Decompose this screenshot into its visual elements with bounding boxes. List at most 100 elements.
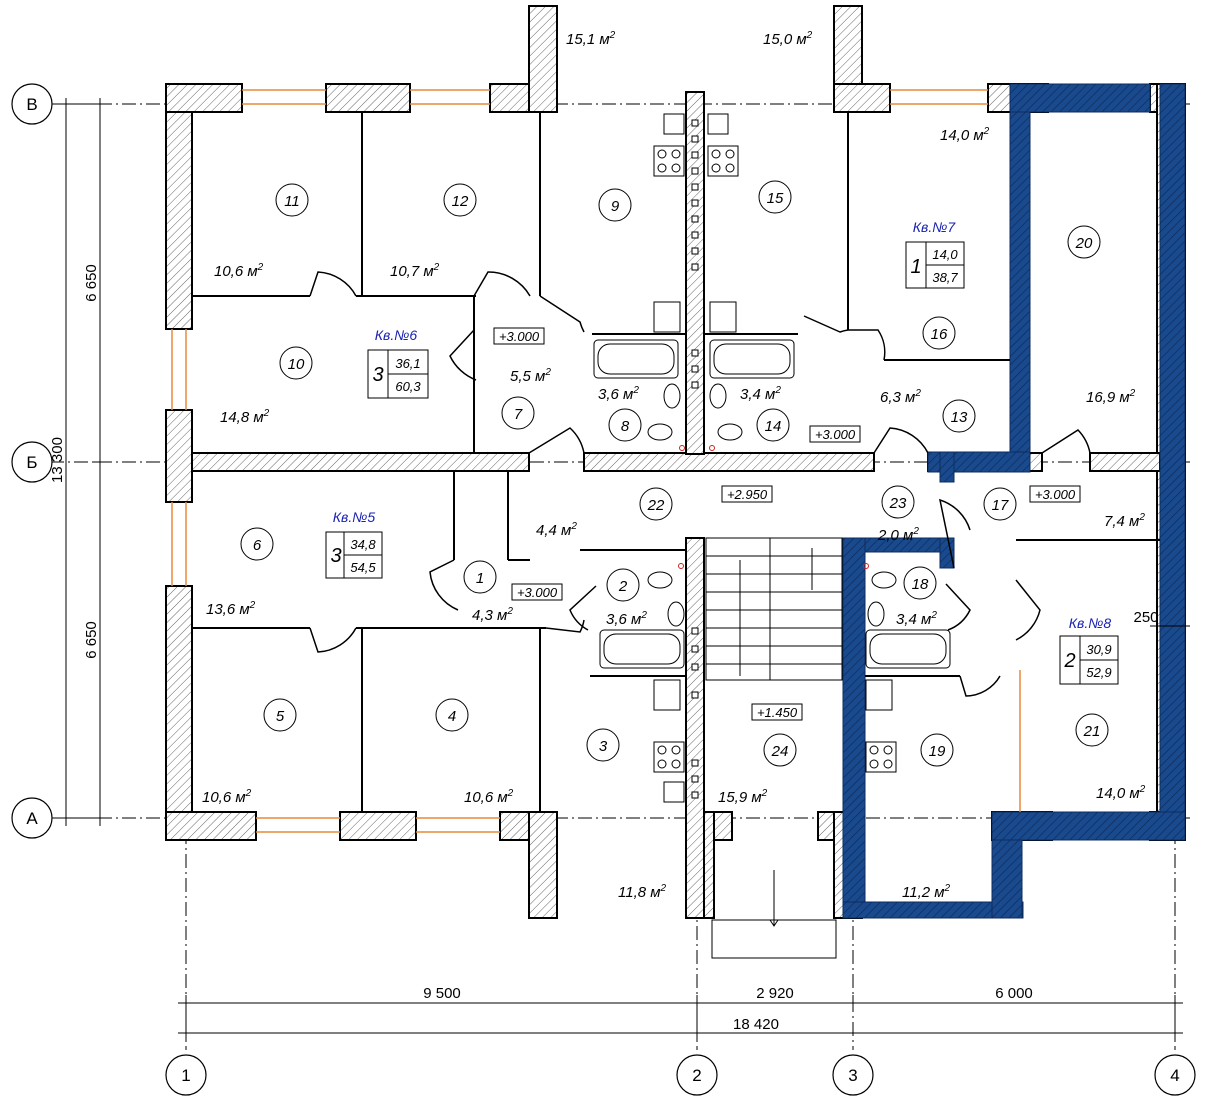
room-area: 14,8 м2 <box>220 408 270 426</box>
apartment-7: Кв.№7 1 14,0 38,7 <box>905 219 965 289</box>
apartment-8: Кв.№8 2 30,9 52,9 <box>1059 615 1119 685</box>
highlighted-boundary <box>842 83 1186 919</box>
axis-label-col-3: 3 <box>848 1066 857 1085</box>
apartment-rooms: 2 <box>1063 650 1075 672</box>
dimension-lines <box>60 98 1190 1041</box>
room-number: 12 <box>452 193 469 210</box>
room-number: 4 <box>448 708 456 725</box>
level-mark: +2.950 <box>727 487 768 502</box>
room-number: 11 <box>284 193 300 210</box>
doors <box>309 271 1091 697</box>
apartment-rooms: 3 <box>372 364 383 386</box>
axis-label-row-b: Б <box>26 453 37 472</box>
room-area: 15,1 м2 <box>566 30 616 48</box>
room-area: 13,6 м2 <box>206 600 256 618</box>
room-number: 17 <box>992 497 1009 514</box>
apartment-living: 36,1 <box>395 356 420 371</box>
room-area: 14,0 м2 <box>1096 784 1146 802</box>
room-area: 15,0 м2 <box>763 30 813 48</box>
room-number: 22 <box>647 497 665 514</box>
apartment-rooms: 1 <box>910 256 921 278</box>
apartment-living: 30,9 <box>1086 642 1111 657</box>
axis-label-row-v: В <box>26 95 37 114</box>
room-area: 6,3 м2 <box>880 388 921 406</box>
room-number: 8 <box>621 418 630 435</box>
room-area: 2,0 м2 <box>877 526 919 544</box>
room-number: 15 <box>767 190 784 207</box>
apartment-5: Кв.№5 3 34,8 54,5 <box>325 509 383 579</box>
room-number: 18 <box>912 576 929 593</box>
room-numbers: 1 2 3 4 5 6 7 8 9 10 11 12 13 14 15 16 1… <box>253 190 1101 760</box>
dim-horizontal-3: 6 000 <box>995 985 1033 1002</box>
axis-label-col-2: 2 <box>692 1066 701 1085</box>
room-areas: 4,3 м2 3,6 м2 11,8 м2 10,6 м2 10,6 м2 13… <box>202 30 1146 901</box>
room-number: 2 <box>618 578 628 595</box>
ducts <box>691 119 699 799</box>
room-number: 20 <box>1075 235 1093 252</box>
dim-horizontal-1: 9 500 <box>423 985 461 1002</box>
room-area: 10,6 м2 <box>464 788 514 806</box>
room-number: 14 <box>765 418 782 435</box>
axis-bubbles <box>11 83 1196 1096</box>
level-mark: +1.450 <box>757 705 798 720</box>
room-number: 9 <box>611 198 620 215</box>
room-area: 7,4 м2 <box>1104 512 1145 530</box>
windows <box>171 89 1021 833</box>
room-number: 5 <box>276 708 285 725</box>
room-number: 1 <box>476 570 484 587</box>
apartment-living: 14,0 <box>932 247 958 262</box>
room-area: 10,7 м2 <box>390 262 440 280</box>
room-area: 4,3 м2 <box>472 606 513 624</box>
level-mark: +3.000 <box>499 329 540 344</box>
room-area: 3,6 м2 <box>598 385 639 403</box>
apartment-6: Кв.№6 3 36,1 60,3 <box>367 327 429 399</box>
dim-horizontal-total: 18 420 <box>733 1016 779 1033</box>
axis-label-col-1: 1 <box>181 1066 190 1085</box>
apartment-total: 54,5 <box>350 560 376 575</box>
apartment-total: 60,3 <box>395 379 421 394</box>
room-area: 11,8 м2 <box>618 883 667 901</box>
room-area: 4,4 м2 <box>536 521 577 539</box>
level-mark: +3.000 <box>815 427 856 442</box>
apartment-title: Кв.№5 <box>333 509 376 525</box>
dim-offset: 250 <box>1133 609 1158 626</box>
partitions <box>192 112 1160 812</box>
dim-vertical-upper: 6 650 <box>83 264 100 302</box>
level-marks <box>493 327 1081 721</box>
apartment-total: 38,7 <box>932 270 958 285</box>
apartment-living: 34,8 <box>350 537 376 552</box>
apartment-title: Кв.№6 <box>375 327 418 343</box>
room-area: 3,6 м2 <box>606 610 647 628</box>
walls <box>165 5 1186 919</box>
fixtures <box>593 113 951 803</box>
room-area: 10,6 м2 <box>214 262 264 280</box>
room-area: 11,2 м2 <box>902 883 951 901</box>
room-number: 21 <box>1083 723 1101 740</box>
room-number: 3 <box>599 738 608 755</box>
room-bubbles <box>240 180 1109 767</box>
axis-label-row-a: А <box>26 809 38 828</box>
apartment-rooms: 3 <box>330 545 341 567</box>
room-number: 19 <box>929 743 946 760</box>
room-area: 15,9 м2 <box>718 788 768 806</box>
level-mark: +3.000 <box>1035 487 1076 502</box>
room-area: 16,9 м2 <box>1086 388 1136 406</box>
level-mark: +3.000 <box>517 585 558 600</box>
red-markers <box>678 445 869 569</box>
room-area: 10,6 м2 <box>202 788 252 806</box>
room-area: 5,5 м2 <box>510 367 551 385</box>
room-number: 6 <box>253 537 262 554</box>
room-number: 13 <box>951 409 968 426</box>
apartment-title: Кв.№7 <box>913 219 957 235</box>
apartment-title: Кв.№8 <box>1069 615 1112 631</box>
apartment-total: 52,9 <box>1086 665 1111 680</box>
room-number: 7 <box>514 406 523 423</box>
dim-horizontal-2: 2 920 <box>756 985 794 1002</box>
room-number: 10 <box>288 356 305 373</box>
room-number: 24 <box>771 743 789 760</box>
dim-vertical-total: 13 300 <box>49 437 66 483</box>
room-area: 3,4 м2 <box>896 610 937 628</box>
stairs <box>705 537 843 959</box>
room-number: 16 <box>931 326 948 343</box>
